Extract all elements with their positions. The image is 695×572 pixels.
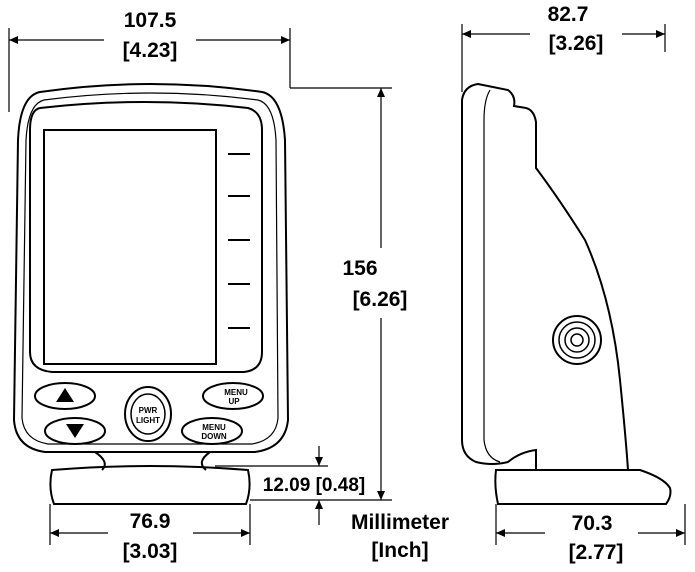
front-height-in: [6.26] [353, 288, 408, 311]
base-offset-arrow-top [315, 457, 323, 466]
knob-ring-1 [552, 315, 602, 365]
menu-down-label-1: MENU [202, 423, 226, 432]
knob-ring-3 [564, 327, 590, 353]
base-offset-arrow-bottom [315, 500, 323, 509]
base-offset-label: 12.09 [0.48] [263, 475, 365, 496]
power-light-button-inner[interactable] [130, 393, 166, 435]
units-legend: Millimeter [Inch] [351, 511, 449, 562]
down-arrow-button[interactable] [44, 417, 106, 445]
up-triangle-icon [56, 388, 74, 402]
front-height-mm: 156 [342, 257, 377, 280]
side-base-mm: 70.3 [572, 512, 613, 535]
menu-up-label-2: UP [228, 397, 240, 406]
menu-down-button-shape[interactable] [181, 417, 243, 445]
side-ticks [228, 153, 250, 329]
display-frame [29, 101, 263, 373]
side-depth-arrow-left [462, 30, 471, 38]
units-inch: [Inch] [371, 539, 428, 562]
front-housing-outer [12, 83, 290, 453]
front-housing-inner [21, 92, 279, 445]
down-triangle-icon [66, 424, 84, 438]
side-depth-in: [3.26] [549, 32, 604, 55]
units-millimeter: Millimeter [351, 511, 449, 534]
front-base-arrow-right [241, 529, 250, 537]
pwr-label: PWR [139, 406, 158, 415]
front-stand-neck [94, 451, 211, 471]
side-base-in: [2.77] [569, 541, 624, 564]
front-base-dimension: 76.9 [3.03] [49, 504, 251, 563]
front-width-arrow-right [281, 36, 290, 44]
front-height-dimension: 156 [6.26] [250, 87, 408, 501]
front-base-mm: 76.9 [130, 510, 171, 533]
front-base [49, 465, 251, 505]
knob-ring-2 [558, 321, 596, 359]
side-base-arrow-left [496, 529, 505, 537]
front-base-arrow-left [50, 529, 59, 537]
base-offset-dimension: 12.09 [0.48] [215, 446, 365, 525]
front-height-arrow-bottom [377, 491, 385, 500]
knob-ring-4 [570, 333, 584, 347]
side-housing [461, 82, 630, 471]
front-width-dimension: 107.5 [4.23] [8, 9, 291, 112]
front-width-mm: 107.5 [124, 9, 177, 32]
side-mount-knob [552, 315, 602, 365]
up-arrow-button[interactable] [34, 382, 96, 410]
side-view [461, 82, 672, 505]
side-depth-mm: 82.7 [548, 3, 589, 26]
front-base-in: [3.03] [123, 540, 178, 563]
screen [43, 129, 217, 365]
menu-down-button[interactable]: MENU DOWN [181, 417, 243, 445]
side-housing-inner-edge [483, 89, 501, 463]
front-view: PWR LIGHT MENU UP MENU DOWN [12, 83, 290, 505]
front-height-arrow-top [377, 88, 385, 97]
menu-up-button[interactable]: MENU UP [202, 382, 264, 410]
menu-up-button-shape[interactable] [202, 382, 264, 410]
menu-down-label-2: DOWN [201, 432, 227, 441]
side-depth-dimension: 82.7 [3.26] [461, 3, 666, 92]
front-width-in: [4.23] [123, 39, 178, 62]
power-light-button[interactable]: PWR LIGHT [124, 386, 172, 442]
front-width-arrow-left [9, 36, 18, 44]
side-base [494, 469, 672, 505]
menu-up-label-1: MENU [224, 388, 248, 397]
light-label: LIGHT [136, 416, 160, 425]
side-base-arrow-right [676, 529, 685, 537]
side-depth-arrow-right [656, 30, 665, 38]
side-base-dimension: 70.3 [2.77] [495, 504, 686, 564]
